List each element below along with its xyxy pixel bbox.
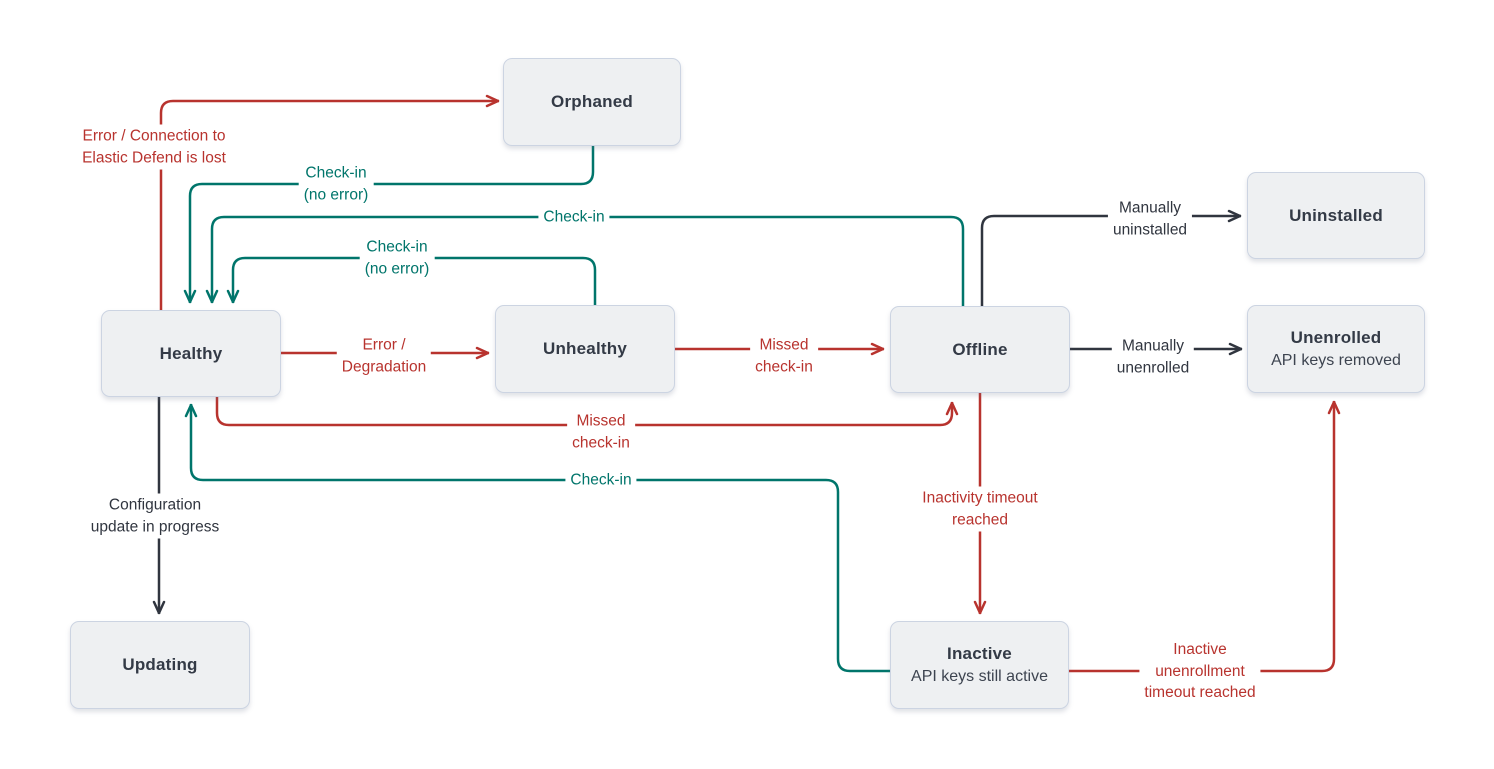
node-offline-label: Offline bbox=[952, 339, 1008, 359]
node-unenrolled-sublabel: API keys removed bbox=[1271, 352, 1401, 369]
node-updating: Updating bbox=[70, 621, 250, 709]
edge-inactive-to-unenrolled bbox=[1069, 400, 1341, 673]
node-unhealthy-label: Unhealthy bbox=[543, 339, 627, 358]
edge-label-checkin-offline: Check-in bbox=[538, 205, 610, 229]
node-healthy: Healthy bbox=[101, 310, 281, 397]
edge-orphaned-to-healthy bbox=[183, 146, 595, 304]
edge-offline-to-healthy bbox=[205, 215, 965, 306]
edge-label-error-degradation: Error / Degradation bbox=[336, 333, 432, 379]
node-orphaned: Orphaned bbox=[503, 58, 681, 146]
edge-label-configuration-update: Configuration update in progress bbox=[85, 493, 225, 539]
node-unenrolled: Unenrolled API keys removed bbox=[1247, 305, 1425, 393]
edge-healthy-to-orphaned bbox=[159, 94, 500, 310]
edge-label-checkin-inactive: Check-in bbox=[565, 468, 637, 492]
edge-label-checkin-no-error-unhealthy: Check-in (no error) bbox=[359, 235, 435, 281]
node-orphaned-label: Orphaned bbox=[551, 92, 633, 111]
edge-label-missed-checkin-healthy: Missed check-in bbox=[567, 409, 635, 455]
node-uninstalled: Uninstalled bbox=[1247, 172, 1425, 259]
edge-label-error-connection-lost: Error / Connection to Elastic Defend is … bbox=[77, 124, 231, 170]
edge-label-missed-checkin-unhealthy: Missed check-in bbox=[750, 333, 818, 379]
node-inactive-label: Inactive bbox=[947, 644, 1012, 663]
edge-offline-to-uninstalled bbox=[980, 209, 1242, 306]
node-offline: Offline bbox=[890, 306, 1070, 393]
edge-label-manually-uninstalled: Manually uninstalled bbox=[1107, 196, 1193, 242]
node-unenrolled-label: Unenrolled bbox=[1290, 328, 1382, 347]
edge-label-manually-unenrolled: Manually unenrolled bbox=[1111, 334, 1195, 380]
node-inactive: Inactive API keys still active bbox=[890, 621, 1069, 709]
edge-label-checkin-no-error-orphaned: Check-in (no error) bbox=[298, 161, 374, 207]
edge-inactive-to-healthy bbox=[184, 403, 890, 673]
edge-label-inactive-unenrollment-timeout: Inactive unenrollment timeout reached bbox=[1139, 637, 1261, 705]
node-unhealthy: Unhealthy bbox=[495, 305, 675, 393]
node-healthy-label: Healthy bbox=[159, 343, 223, 363]
node-updating-label: Updating bbox=[122, 655, 198, 674]
node-inactive-sublabel: API keys still active bbox=[911, 668, 1048, 685]
edge-label-inactivity-timeout: Inactivity timeout reached bbox=[917, 486, 1043, 532]
node-uninstalled-label: Uninstalled bbox=[1289, 205, 1383, 225]
